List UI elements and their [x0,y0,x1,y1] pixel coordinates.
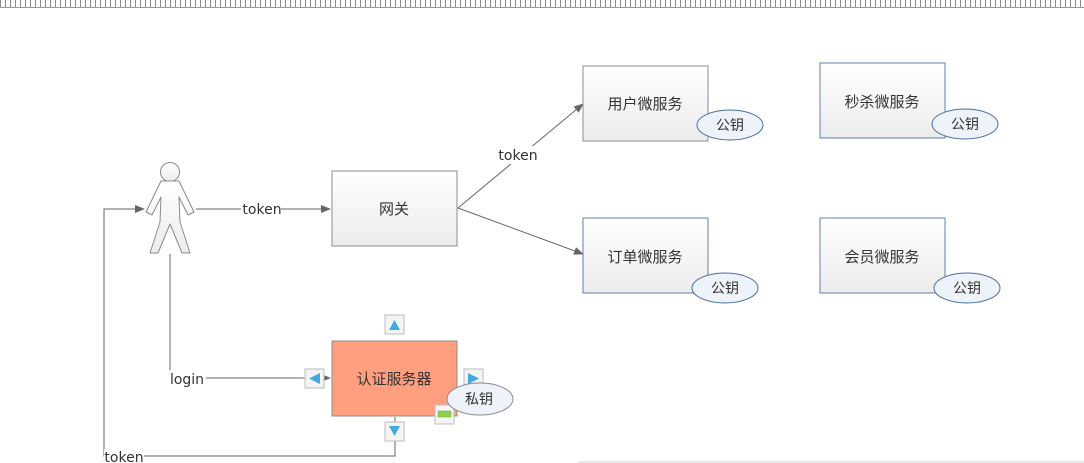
edge-user-to-gateway: token [196,200,331,218]
edge-gateway-to-order-service [457,207,584,255]
member-service-node[interactable]: 会员微服务 [819,217,946,294]
public-key-label: 公钥 [711,281,739,297]
public-key-oval-user[interactable]: 公钥 [696,109,764,141]
auth-server-node[interactable]: 认证服务器 [331,340,458,417]
private-key-label: 私钥 [465,392,493,408]
edge-user-to-auth: login [168,254,331,388]
gateway-label: 网关 [379,200,409,218]
public-key-oval-order[interactable]: 公钥 [691,272,759,304]
public-key-label: 公钥 [953,281,981,297]
member-service-label: 会员微服务 [844,248,919,266]
edge-label-token-services: token [498,148,537,164]
seckill-service-node[interactable]: 秒杀微服务 [819,62,946,139]
auth-server-label: 认证服务器 [356,370,431,388]
public-key-label: 公钥 [716,118,744,134]
edge-label-token-return: token [104,450,143,463]
top-ruler [0,0,1084,8]
user-service-label: 用户微服务 [607,95,682,113]
order-service-label: 订单微服务 [607,248,682,266]
edge-gateway-to-user-service: token [457,103,584,209]
user-figure-icon[interactable] [145,162,195,254]
connection-handle-icon[interactable] [304,368,325,389]
public-key-label: 公钥 [951,117,979,133]
gateway-node[interactable]: 网关 [331,170,458,247]
public-key-oval-member[interactable]: 公钥 [933,272,1001,304]
seckill-service-label: 秒杀微服务 [844,93,919,111]
public-key-oval-seckill[interactable]: 公钥 [931,108,999,140]
order-service-node[interactable]: 订单微服务 [582,217,709,294]
edge-label-token-gateway: token [242,202,281,218]
user-service-node[interactable]: 用户微服务 [582,65,709,142]
connection-handle-icon[interactable] [384,314,405,335]
resize-handle-icon[interactable] [434,404,455,425]
private-key-oval[interactable]: 私钥 [446,382,514,416]
edge-auth-to-user: token [103,205,396,463]
edge-label-login: login [170,372,204,388]
connection-handle-icon[interactable] [384,421,405,442]
